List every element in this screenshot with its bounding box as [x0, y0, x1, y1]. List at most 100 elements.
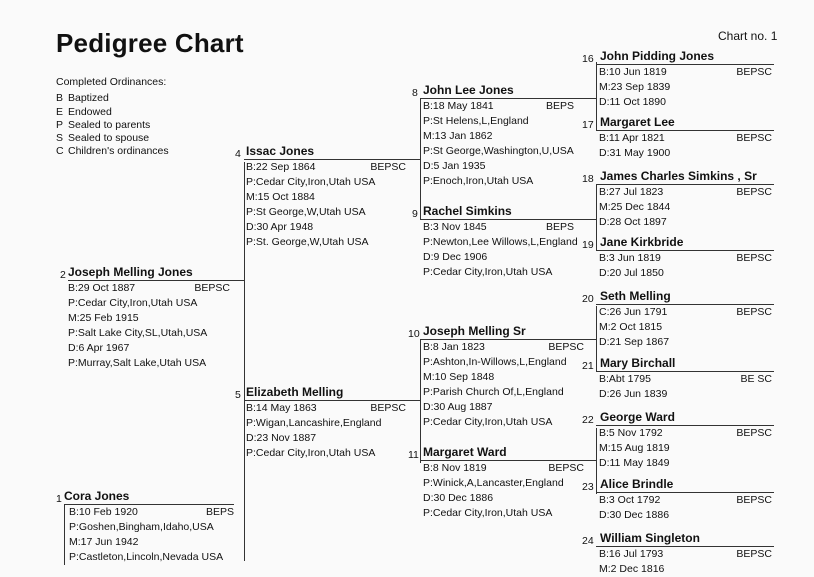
legend-code: B: [56, 92, 64, 105]
person-name[interactable]: Alice Brindle: [596, 477, 774, 493]
death-date: D:6 Apr 1967: [68, 342, 130, 354]
marriage-date: M:17 Jun 1942: [64, 535, 234, 550]
death-date: D:28 Oct 1897: [599, 216, 667, 228]
person-name[interactable]: Joseph Melling Sr: [420, 324, 596, 340]
marriage-place: P:St George,W,Utah USA: [246, 206, 366, 218]
person-name[interactable]: James Charles Simkins , Sr: [596, 169, 774, 185]
marriage-date: M:25 Dec 1844: [599, 201, 671, 213]
connector-9: [596, 184, 597, 250]
birth-date: B:29 Oct 1887: [68, 282, 136, 294]
person-name[interactable]: Seth Melling: [596, 289, 774, 305]
person-card: 20 Seth Melling C:26 Jun 1791 BEPSC M:2 O…: [582, 289, 774, 350]
generation-number: 9: [412, 208, 418, 220]
ordinance-codes: BEPSC: [736, 494, 772, 506]
person-card: 18 James Charles Simkins , Sr B:27 Jul 1…: [582, 169, 774, 230]
ordinance-codes: BEPSC: [194, 282, 230, 294]
marriage-date: M:25 Feb 1915: [68, 312, 139, 324]
ordinance-codes: BEPSC: [736, 306, 772, 318]
marriage-date: M:10 Sep 1848: [423, 371, 495, 383]
marriage-date: M:15 Aug 1819: [599, 442, 670, 454]
marriage-date: M:2 Oct 1815: [599, 321, 663, 333]
page-title: Pedigree Chart: [56, 28, 244, 58]
person-card: 9 Rachel Simkins B:3 Nov 1845 BEPS P:Newt…: [412, 204, 596, 280]
death-place: P:Enoch,Iron,Utah USA: [423, 175, 534, 187]
person-name[interactable]: Joseph Melling Jones: [68, 265, 244, 281]
ordinance-codes: BE SC: [740, 373, 772, 385]
person-name[interactable]: Elizabeth Melling: [244, 385, 420, 401]
birth-date: B:27 Jul 1823: [599, 186, 664, 198]
ordinance-codes: BEPSC: [370, 161, 406, 173]
generation-number: 24: [582, 535, 594, 547]
person-name[interactable]: Margaret Lee: [596, 115, 774, 131]
ordinance-codes: BEPS: [545, 221, 574, 233]
christening-date: C:26 Jun 1791: [599, 306, 668, 318]
person-name[interactable]: John Lee Jones: [420, 83, 596, 99]
marriage-date: M:15 Oct 1884: [246, 191, 315, 203]
person-name[interactable]: Cora Jones: [64, 489, 234, 505]
person-name[interactable]: Jane Kirkbride: [596, 235, 774, 251]
death-place: P:St. George,W,Utah USA: [246, 236, 369, 248]
generation-number: 4: [235, 148, 241, 160]
generation-number: 23: [582, 481, 594, 493]
legend-label: Endowed: [68, 105, 112, 118]
birth-date: B:3 Nov 1845: [423, 221, 487, 233]
legend-header: Completed Ordinances:: [56, 76, 167, 88]
generation-number: 20: [582, 293, 594, 305]
death-place: P:Cedar City,Iron,Utah USA: [423, 507, 553, 519]
death-date: D:11 May 1849: [599, 457, 670, 469]
generation-number: 2: [60, 269, 66, 281]
person-name[interactable]: Issac Jones: [244, 144, 420, 160]
birth-place: P:St Helens,L,England: [423, 115, 529, 127]
generation-number: 17: [582, 119, 594, 131]
birth-place: P:Newton,Lee Willows,L,England: [423, 236, 578, 248]
person-name[interactable]: Margaret Ward: [420, 445, 596, 461]
legend-label: Sealed to parents: [68, 118, 151, 131]
generation-number: 11: [408, 449, 419, 461]
connector-8: [596, 62, 597, 130]
generation-number: 5: [235, 389, 241, 401]
death-date: D:31 May 1900: [599, 147, 671, 159]
person-name[interactable]: John Pidding Jones: [596, 49, 774, 65]
person-name[interactable]: George Ward: [596, 410, 774, 426]
legend-code: E: [56, 105, 64, 118]
ordinance-codes: BEPSC: [736, 548, 772, 560]
birth-date: B:3 Jun 1819: [599, 252, 661, 264]
legend-label: Sealed to spouse: [68, 132, 150, 145]
person-name[interactable]: Mary Birchall: [596, 356, 774, 372]
generation-number: 8: [412, 87, 418, 99]
ordinance-codes: BEPSC: [736, 252, 772, 264]
generation-number: 22: [582, 414, 594, 426]
death-date: D:30 Apr 1948: [246, 221, 314, 233]
generation-number: 10: [408, 328, 420, 340]
ordinance-codes: BEPSC: [736, 132, 772, 144]
birth-place: P:Winick,A,Lancaster,England: [423, 477, 564, 489]
marriage-place: P:St George,Washington,U,USA: [423, 145, 574, 157]
birth-place: P:Wigan,Lancashire,England: [246, 417, 382, 429]
ordinance-codes: BEPS: [545, 100, 574, 112]
ordinance-codes: BEPSC: [736, 66, 772, 78]
death-date: D:21 Sep 1867: [599, 336, 670, 348]
birth-date: B:14 May 1863: [246, 402, 317, 414]
birth-date: B:16 Jul 1793: [599, 548, 664, 560]
birth-place: P:Ashton,In-Willows,L,England: [423, 356, 567, 368]
person-card: 2 Joseph Melling Jones B:29 Oct 1887 BEPS…: [60, 265, 244, 371]
birth-date: B:11 Apr 1821: [599, 132, 665, 144]
birth-place: P:Goshen,Bingham,Idaho,USA: [64, 520, 234, 535]
person-name[interactable]: William Singleton: [596, 531, 774, 547]
death-place: P:Cedar City,Iron,Utah USA: [423, 266, 553, 278]
death-date: D:23 Nov 1887: [246, 432, 317, 444]
marriage-place: P:Parish Church Of,L,England: [423, 386, 564, 398]
death-date: D:9 Dec 1906: [423, 251, 488, 263]
person-name[interactable]: Rachel Simkins: [420, 204, 596, 220]
legend-item: E Endowed: [56, 106, 169, 119]
